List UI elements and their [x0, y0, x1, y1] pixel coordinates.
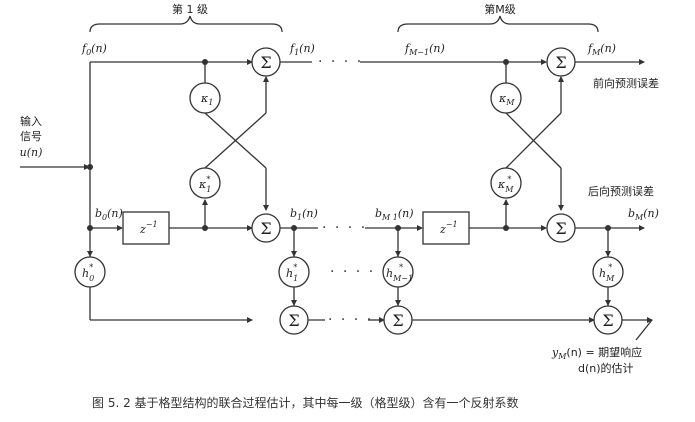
output-sum-m1-symbol: Σ	[392, 311, 403, 330]
delay1-in-arrowhead	[117, 225, 123, 231]
backward-out-arrowhead	[639, 225, 645, 231]
output-label-line2: d(n)的估计	[578, 361, 634, 375]
kMc-feed-arrowhead	[503, 199, 509, 205]
output-sum-m-symbol: Σ	[602, 311, 613, 330]
coef-kM-label: κM	[498, 92, 515, 107]
output-leader	[635, 319, 653, 341]
k1c-arrowhead	[263, 76, 269, 82]
label-bM: bM(n)	[628, 207, 659, 222]
input-label-line1: 输入	[20, 114, 42, 128]
forward-ellipsis: · · · ·	[318, 54, 363, 70]
output-ellipsis: · · · ·	[328, 312, 373, 328]
output-final-arrowhead	[647, 317, 653, 323]
forward-arrowhead-1	[247, 59, 253, 65]
input-signal-label: u(n)	[20, 146, 43, 159]
delay-block-1	[122, 211, 170, 245]
label-b0: b0(n)	[95, 207, 123, 222]
backward-junction-0	[87, 225, 93, 231]
hM-in-arrowhead	[605, 251, 611, 257]
kM-arrowhead	[558, 205, 564, 211]
delay-block-1-label: z−1	[139, 220, 158, 236]
coef-kM-conj-label: κM*	[497, 175, 514, 194]
h1-in-arrowhead	[291, 251, 297, 257]
coef-h1-label: h1*	[286, 263, 298, 283]
stage-m-label: 第M级	[484, 2, 516, 16]
tap-ellipsis: · · · ·	[330, 264, 375, 280]
stage-1-label: 第 1 级	[172, 2, 208, 16]
backward-sum-m-symbol: Σ	[555, 219, 566, 238]
outsum1-in-arrowhead	[247, 317, 253, 323]
kMc-arrowhead	[558, 76, 564, 82]
forward-sum-m-symbol: Σ	[555, 53, 566, 72]
backward-ellipsis: · · · ·	[322, 220, 367, 236]
input-label: 输入 信号 u(n)	[20, 114, 43, 159]
coef-k1-label: κ1	[200, 92, 213, 107]
delay-block-m	[422, 211, 470, 245]
coef-h0-label: h0*	[82, 263, 94, 283]
forward-error-label: 前向预测误差	[593, 76, 659, 90]
input-label-line2: 信号	[20, 130, 42, 143]
hM1-in-arrowhead	[395, 251, 401, 257]
label-b1: b1(n)	[290, 207, 318, 222]
coef-hM1-label: hM−1*	[386, 263, 413, 283]
coef-k1-conj-label: κ1*	[198, 175, 211, 194]
backsumm-in-arrowhead	[541, 225, 547, 231]
stage-m-brace: 第M级	[397, 2, 599, 33]
output-label-line1: yM(n) = 期望响应	[551, 345, 642, 361]
output-sum-1-symbol: Σ	[288, 311, 299, 330]
delaym-in-arrowhead	[417, 225, 423, 231]
outsumM-in-arrowhead	[589, 317, 595, 323]
label-f1: f1(n)	[289, 42, 315, 57]
hM-out-arrowhead	[605, 300, 611, 306]
label-f0: f0(n)	[81, 42, 107, 57]
backward-junction-m	[503, 225, 509, 231]
k1c-feed-arrowhead	[202, 199, 208, 205]
cross-kMc-to-fwdsum	[505, 112, 562, 169]
backward-error-label: 后向预测误差	[588, 184, 654, 198]
forward-arrowhead-m	[541, 59, 547, 65]
coef-hM-label: hM*	[599, 263, 615, 283]
h1-out-arrowhead	[291, 300, 297, 306]
backward-sum-1-symbol: Σ	[260, 219, 271, 238]
hM1-out-arrowhead	[395, 300, 401, 306]
label-bM1: bM 1(n)	[375, 207, 414, 222]
k1-arrowhead	[263, 205, 269, 211]
backward-junction-1	[202, 225, 208, 231]
stage-1-brace: 第 1 级	[89, 2, 283, 33]
figure-caption: 图 5. 2 基于格型结构的联合过程估计，其中每一级（格型级）含有一个反射系数	[92, 395, 519, 410]
outsumM1-in-arrowhead	[379, 317, 385, 323]
h0-in-arrowhead	[87, 251, 93, 257]
cross-k1c-to-fwdsum	[204, 112, 267, 169]
delay-block-m-label: z−1	[439, 220, 458, 236]
label-fM1: fM−1(n)	[404, 42, 445, 57]
forward-out-arrowhead	[639, 59, 645, 65]
forward-sum-1-symbol: Σ	[260, 53, 271, 72]
label-fM: fM(n)	[587, 42, 616, 57]
backsum1-in-arrowhead	[247, 225, 253, 231]
